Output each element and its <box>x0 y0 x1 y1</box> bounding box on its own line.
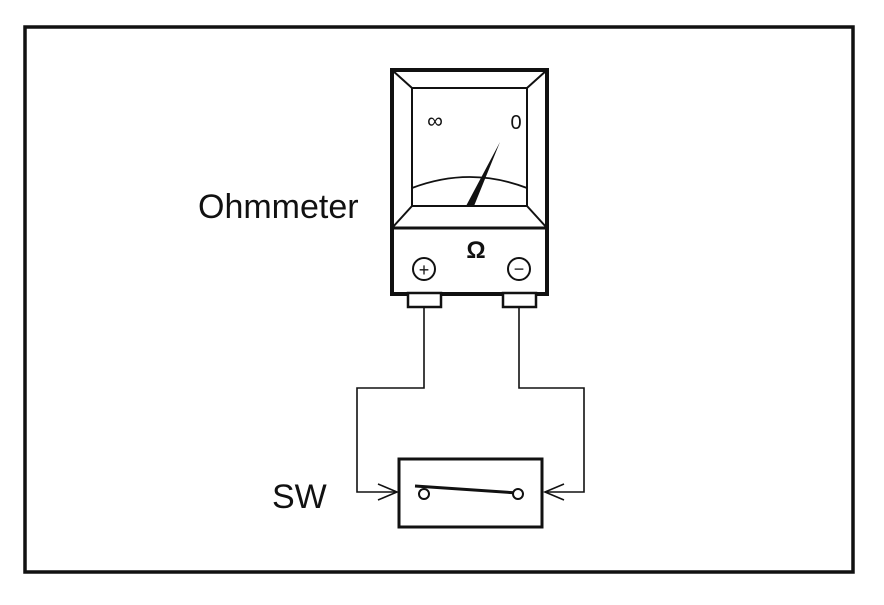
ohmmeter-dial-window <box>411 87 528 207</box>
switch-contact-blade <box>414 484 519 495</box>
scale-zero-label: 0 <box>510 112 521 134</box>
ohmmeter-face-housing <box>390 68 549 230</box>
positive-terminal-icon <box>412 257 436 281</box>
bevel-line <box>526 205 548 229</box>
positive-terminal-sign: + <box>419 260 430 280</box>
bevel-line <box>526 69 548 89</box>
diagram-frame <box>23 25 855 574</box>
switch-label: SW <box>272 478 327 516</box>
bevel-line <box>391 69 413 89</box>
negative-probe-tip-icon <box>542 483 565 501</box>
ohmmeter: ∞ 0 Ω + − <box>390 68 549 309</box>
ohmmeter-scale-arc <box>411 176 528 189</box>
switch-contact-terminal <box>512 488 524 500</box>
negative-probe-jack <box>501 291 538 309</box>
bevel-line <box>391 205 413 229</box>
switch <box>397 457 544 529</box>
ohmmeter-needle <box>466 142 500 206</box>
scale-infinity-label: ∞ <box>427 108 443 133</box>
negative-terminal-icon <box>507 257 531 281</box>
positive-probe-tip-icon <box>377 483 400 501</box>
positive-probe-jack <box>406 291 443 309</box>
ohm-unit-symbol: Ω <box>466 237 485 264</box>
ohmmeter-label: Ohmmeter <box>198 188 359 226</box>
positive-lead-wire <box>356 307 425 493</box>
negative-lead-wire <box>518 307 585 493</box>
switch-contact-terminal <box>418 488 430 500</box>
negative-terminal-sign: − <box>514 259 525 279</box>
